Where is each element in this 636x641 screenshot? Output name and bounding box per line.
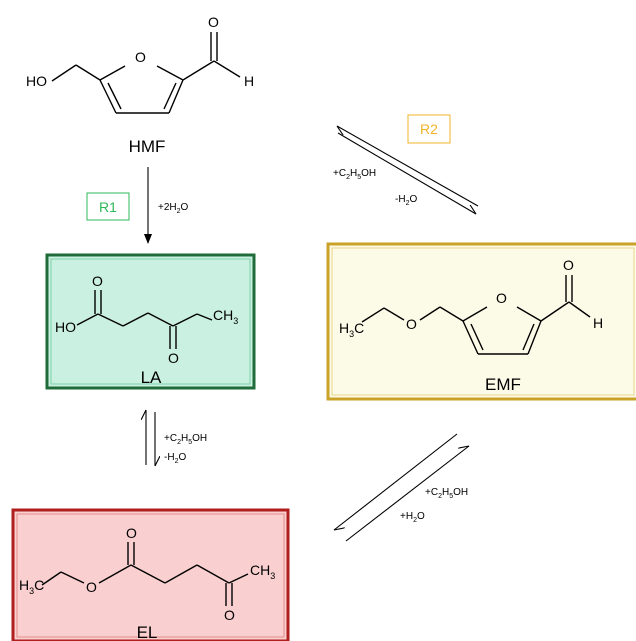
emf-ring-oxygen: O	[496, 290, 507, 306]
r1-condition: +2H2O	[158, 202, 189, 215]
hmf-structure: HO O O H HMF	[26, 14, 254, 156]
r1-label-box	[86, 192, 130, 221]
emf-box: H3C O O O H EMF	[326, 242, 636, 401]
emf-ether-oxygen: O	[406, 316, 417, 332]
r1-label: R1	[99, 199, 117, 215]
r2-condition-2: -H2O	[395, 194, 417, 207]
la-box: HO O O CH3 LA	[45, 253, 256, 390]
la-box-frame	[45, 253, 256, 390]
emf-box-frame	[326, 242, 636, 401]
el-carbonyl-oxygen: O	[126, 525, 137, 541]
hmf-ho-label: HO	[26, 73, 47, 89]
la-acid-oxygen: O	[92, 273, 103, 289]
el-box: H3C O O O CH3 EL	[11, 508, 290, 641]
el-ester-oxygen: O	[86, 579, 97, 595]
la-el-condition-1: +C2H5OH	[164, 433, 207, 446]
emf-aldehyde-h: H	[593, 315, 603, 331]
r2-condition-1: +C2H5OH	[333, 168, 376, 181]
emf-el-condition-1: +C2H5OH	[425, 487, 468, 500]
la-el-condition-2: -H2O	[164, 452, 186, 465]
hmf-name: HMF	[129, 137, 166, 156]
emf-el-equilibrium: +C2H5OH +H2O	[333, 433, 470, 542]
el-ethyl: H3C	[19, 577, 44, 596]
hmf-carbonyl-oxygen: O	[208, 14, 219, 30]
la-ho-label: HO	[55, 319, 76, 335]
r2-label-box	[407, 114, 451, 144]
la-name: LA	[141, 368, 162, 387]
hmf-aldehyde-h: H	[244, 73, 254, 89]
la-ketone-oxygen: O	[168, 350, 179, 366]
r2-label: R2	[420, 121, 438, 137]
r2-equilibrium: R2 +C2H5OH -H2O	[333, 114, 479, 215]
el-ketone-oxygen: O	[224, 607, 235, 623]
emf-el-condition-2: +H2O	[400, 511, 425, 524]
el-methyl: CH3	[250, 562, 275, 581]
el-name: EL	[137, 623, 158, 641]
hmf-ring-oxygen: O	[135, 49, 146, 65]
la-el-equilibrium: +C2H5OH -H2O	[146, 410, 207, 466]
la-methyl: CH3	[213, 307, 238, 326]
emf-ethyl: H3C	[339, 320, 364, 339]
r1-arrow-group: R1 +2H2O	[86, 167, 189, 244]
emf-carbonyl-oxygen: O	[563, 257, 574, 273]
emf-name: EMF	[485, 375, 521, 394]
